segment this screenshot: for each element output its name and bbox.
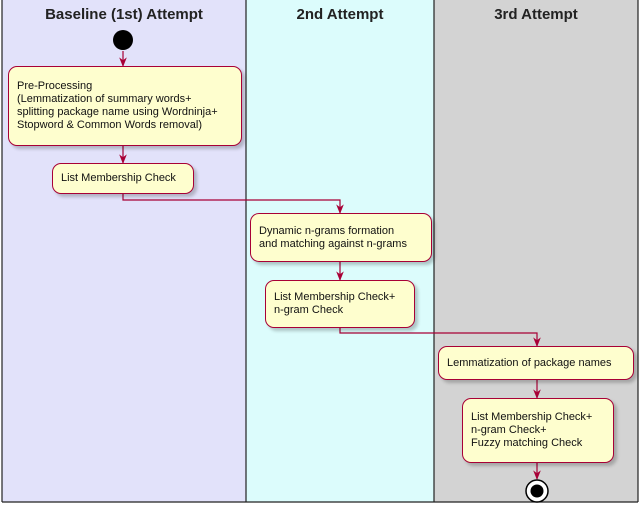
lane-title-2nd-attempt: 2nd Attempt	[296, 6, 384, 23]
node-ngrams-formation: Dynamic n-grams formation and matching a…	[250, 213, 432, 262]
lane-title-3rd-attempt: 3rd Attempt	[494, 6, 578, 23]
lane-title-baseline: Baseline (1st) Attempt	[45, 6, 203, 23]
node-preprocessing: Pre-Processing (Lemmatization of summary…	[8, 66, 242, 146]
node-fuzzy-matching-check: List Membership Check+ n-gram Check+ Fuz…	[462, 398, 614, 463]
node-list-ngram-check: List Membership Check+ n-gram Check	[265, 280, 415, 328]
node-ngrams-formation-label: Dynamic n-grams formation and matching a…	[259, 224, 407, 250]
node-fuzzy-matching-check-label: List Membership Check+ n-gram Check+ Fuz…	[471, 411, 593, 449]
arrow-list-ngram-check-to-lemmatize	[339, 328, 541, 347]
node-lemmatize-package-names-label: Lemmatization of package names	[447, 356, 612, 369]
arrow-list-check-to-ngrams	[122, 194, 344, 214]
node-preprocessing-label: Pre-Processing (Lemmatization of summary…	[17, 80, 218, 131]
end-node	[525, 479, 549, 503]
node-list-membership-check-label: List Membership Check	[61, 172, 176, 184]
node-list-ngram-check-label: List Membership Check+ n-gram Check	[274, 291, 396, 316]
node-lemmatize-package-names: Lemmatization of package names	[438, 346, 634, 380]
start-node	[113, 30, 133, 50]
connectors	[119, 51, 541, 480]
node-list-membership-check: List Membership Check	[52, 163, 194, 194]
